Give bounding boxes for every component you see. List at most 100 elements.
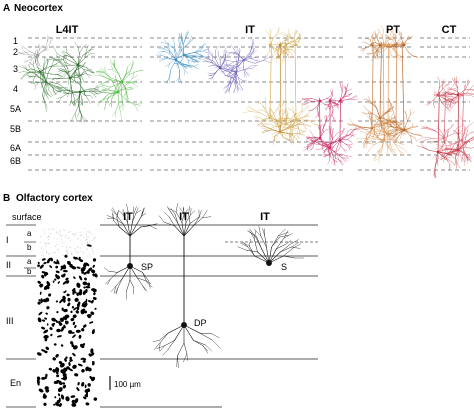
nissl-cell (94, 273, 98, 278)
nissl-cell (85, 366, 89, 372)
nissl-cell (36, 352, 42, 356)
nissl-stipple (52, 227, 53, 229)
cell-header-dp: IT (179, 211, 189, 223)
nissl-stipple (49, 252, 50, 254)
nissl-stipple (92, 234, 93, 236)
nissl-cell (83, 286, 86, 289)
nissl-cell (84, 277, 87, 281)
nissl-stipple (48, 243, 49, 244)
nissl-cell (38, 299, 41, 302)
nissl-cell (92, 296, 97, 301)
nissl-cell (55, 380, 60, 383)
nissl-stipple (63, 241, 65, 243)
nissl-cell (86, 244, 92, 247)
nissl-cell (41, 258, 46, 261)
nissl-cell (53, 343, 57, 346)
nissl-stipple (61, 241, 63, 243)
nissl-stipple (40, 242, 42, 243)
nissl-cell (73, 291, 77, 294)
nissl-cell (83, 272, 87, 275)
nissl-cell (45, 312, 49, 315)
nissl-cell (50, 258, 54, 262)
it-neuron (159, 30, 210, 69)
nissl-cell (45, 272, 49, 276)
nissl-cell (81, 382, 85, 387)
nissl-stipple (65, 235, 67, 236)
nissl-cell (39, 291, 42, 295)
nissl-cell (43, 402, 47, 406)
nissl-cell (50, 333, 53, 337)
nissl-cell (84, 384, 87, 389)
nissl-cell (72, 289, 76, 293)
nissl-stipple (86, 237, 88, 239)
nissl-cell (41, 271, 47, 274)
nissl-cell (56, 328, 61, 333)
nissl-cell (93, 292, 96, 296)
nissl-cell (58, 397, 61, 402)
nissl-cell (46, 284, 50, 290)
cell-label-dp: DP (194, 318, 207, 328)
nissl-cell (54, 367, 58, 372)
nissl-cell (83, 396, 87, 400)
nissl-stipple (66, 245, 67, 247)
nissl-stipple (88, 236, 90, 238)
nissl-stipple (57, 233, 59, 235)
nissl-stipple (49, 237, 50, 238)
nissl-stipple (81, 244, 83, 246)
nissl-stipple (43, 255, 44, 256)
nissl-stipple (92, 253, 94, 255)
nissl-cell (45, 373, 48, 378)
nissl-cell (59, 362, 65, 368)
l4it-neuron (47, 42, 96, 86)
layer-label-ii: II (6, 260, 11, 270)
nissl-stipple (82, 236, 84, 238)
nissl-cell (78, 334, 82, 339)
it-neuron (222, 36, 272, 78)
it-pyramidal-neuron (243, 27, 296, 138)
nissl-cell (70, 331, 75, 334)
nissl-cell (87, 388, 91, 392)
nissl-stipple (67, 237, 69, 239)
nissl-stipple (47, 228, 49, 230)
nissl-cell (87, 282, 91, 287)
it-pyramidal-neuron (315, 83, 361, 164)
nissl-cell (72, 314, 77, 319)
panel-b-title: Olfactory cortex (16, 193, 93, 204)
nissl-cell (55, 353, 59, 358)
it-pyramidal-neuron (261, 34, 311, 141)
nissl-stipple (67, 252, 68, 254)
nissl-cell (67, 297, 71, 302)
nissl-cell (91, 362, 95, 366)
nissl-cell (79, 259, 84, 262)
layer-label-2: 2 (13, 47, 18, 57)
nissl-cell (48, 293, 52, 297)
nissl-stipple (44, 229, 45, 231)
nissl-stipple (86, 235, 87, 237)
panel-a-letter: A (3, 3, 10, 14)
cell-header-s: IT (260, 211, 270, 223)
nissl-cell (76, 306, 80, 311)
nissl-cell (41, 326, 46, 330)
nissl-cell (39, 264, 44, 269)
nissl-cell (46, 258, 51, 264)
nissl-stipple (70, 246, 72, 248)
it-neuron (214, 47, 258, 95)
nissl-cell (84, 394, 88, 398)
nissl-stipple (74, 233, 76, 235)
nissl-cell (43, 334, 49, 339)
nissl-cell (41, 274, 45, 279)
nissl-stipple (73, 236, 75, 237)
nissl-stipple (59, 231, 61, 233)
nissl-stipple (56, 232, 58, 234)
nissl-stipple (71, 254, 73, 255)
nissl-stipple (68, 247, 70, 249)
cell-header-sp: IT (123, 211, 133, 223)
nissl-cell (39, 388, 43, 393)
nissl-cell (74, 324, 77, 329)
group-label-pt: PT (386, 24, 400, 36)
nissl-cell (40, 298, 43, 304)
nissl-cell (85, 285, 91, 289)
nissl-cell (82, 290, 87, 296)
group-label-ct: CT (442, 24, 457, 36)
scale-bar-label: 100 µm (114, 380, 141, 389)
